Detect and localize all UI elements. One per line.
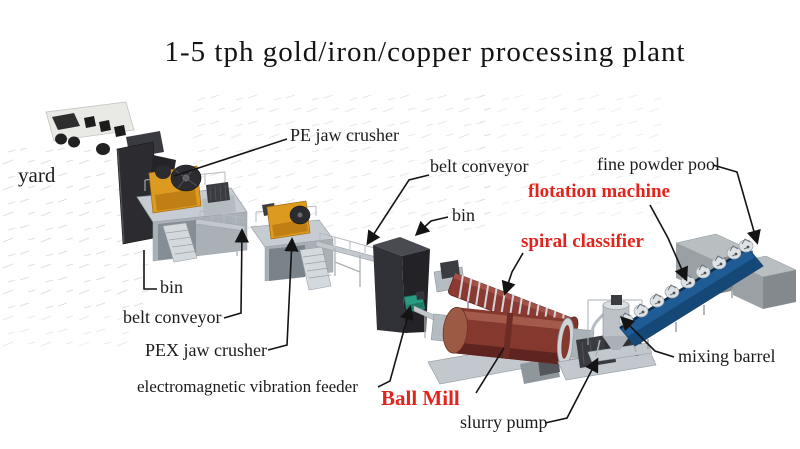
leader-bin-left	[143, 250, 157, 290]
bin-3	[373, 237, 430, 333]
leader-pex-jaw-crusher	[267, 237, 299, 351]
leader-ball-mill	[475, 347, 505, 394]
pe-crusher-motor	[202, 182, 236, 216]
leader-slurry-pump	[544, 357, 599, 424]
bin-1	[116, 131, 176, 245]
leader-pe-jaw-crusher	[173, 138, 288, 177]
ball-mill-machine	[430, 306, 595, 367]
page-title: 1-5 tph gold/iron/copper processing plan…	[164, 36, 686, 68]
label-belt-conveyor-bottom: belt conveyor	[123, 307, 222, 327]
label-belt-conveyor-top: belt conveyor	[430, 156, 529, 176]
leader-spiral-classifier	[501, 252, 524, 296]
label-bin-left: bin	[160, 277, 184, 297]
pex-crusher-station	[250, 200, 334, 291]
leader-bin-top	[414, 216, 449, 236]
leader-mixing-barrel	[619, 315, 675, 358]
label-mixing-barrel: mixing barrel	[678, 346, 776, 366]
label-pe-jaw-crusher: PE jaw crusher	[290, 125, 399, 145]
label-pex-jaw-crusher: PEX jaw crusher	[145, 340, 267, 360]
dump-truck	[45, 101, 135, 155]
pex-station-stairs	[299, 246, 332, 291]
label-slurry-pump: slurry pump	[460, 412, 548, 432]
label-bin-top: bin	[452, 205, 476, 225]
pe-station-stairs	[162, 222, 199, 263]
label-electromagnetic-vibration-feeder: electromagnetic vibration feeder	[137, 377, 358, 396]
label-ball-mill: Ball Mill	[381, 386, 460, 410]
conveyor-2	[315, 232, 381, 287]
walkway-conveyor-1	[195, 210, 246, 256]
leader-emv-feeder	[377, 305, 414, 388]
leader-belt-conveyor-top	[366, 174, 430, 246]
leader-belt-conveyor-bottom	[223, 228, 250, 319]
label-yard: yard	[18, 163, 56, 187]
label-spiral-classifier: spiral classifier	[521, 231, 644, 252]
label-flotation-machine: flotation machine	[528, 181, 670, 202]
label-fine-powder-pool: fine powder pool	[597, 154, 720, 174]
leader-flotation-machine	[649, 204, 688, 282]
pex-jaw-crusher-machine	[262, 200, 311, 240]
leader-fine-powder-pool	[712, 164, 761, 245]
pe-jaw-crusher-machine	[148, 164, 202, 214]
leader-lines	[143, 138, 761, 424]
